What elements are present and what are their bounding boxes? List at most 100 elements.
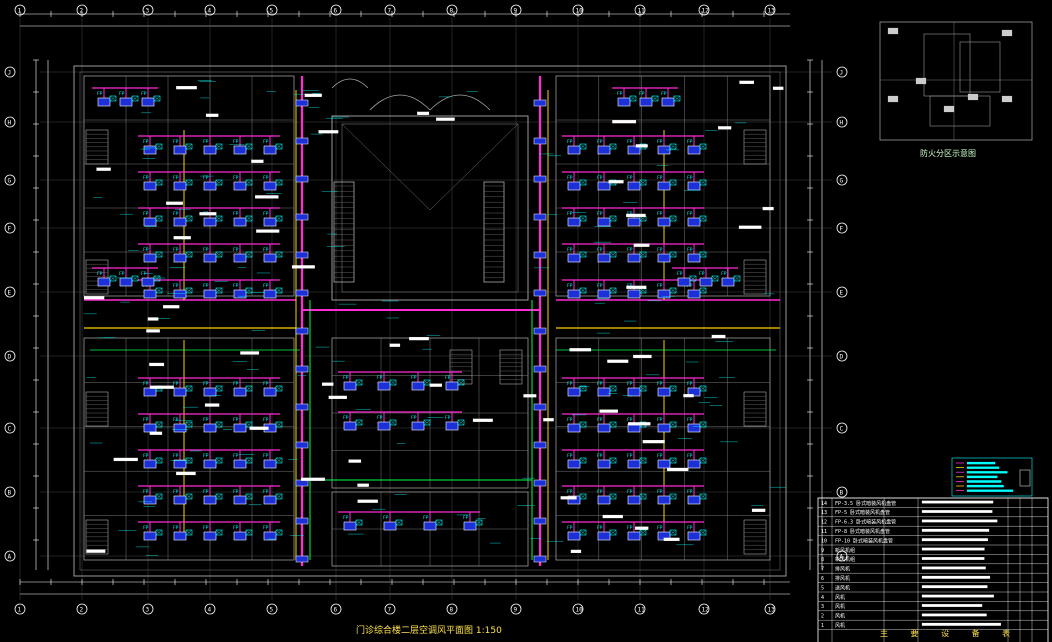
annotation-text-block: [626, 285, 647, 289]
annotation-text-block: [762, 206, 774, 211]
nw-diffuser-x: [185, 215, 193, 222]
core-diffuser: [355, 379, 363, 386]
sw-diffuser: [245, 385, 253, 392]
annotation-text-block: [642, 439, 665, 444]
ne-tag: FP: [657, 283, 663, 289]
ne-mid-diffuser: [733, 275, 741, 282]
nw-diffuser-x: [185, 287, 193, 294]
annotation-text-block: [328, 395, 347, 400]
schedule-row-number: 13: [821, 510, 827, 516]
south-fan-coil: [423, 521, 437, 531]
corridor-fan-coil: [533, 99, 547, 107]
annotation-text-block: [249, 426, 269, 430]
nw-tag: FP: [143, 247, 149, 253]
schedule-row-spec: [921, 500, 994, 504]
sw-fan-coil: [173, 423, 187, 433]
nw-top-diffuser: [153, 95, 161, 102]
se-diffuser: [639, 529, 647, 536]
grid-bubble-left: [4, 116, 16, 128]
nw-mid-diffuser: [131, 275, 139, 282]
ne-diffuser-x: [669, 251, 677, 258]
key-plan-zone: [929, 95, 991, 127]
annotation-text-block: [301, 477, 325, 481]
core-tag: FP: [411, 375, 417, 381]
se-fan-coil: [597, 531, 611, 541]
sw-tag: FP: [203, 417, 209, 423]
nw-mid-tag: FP: [119, 271, 125, 277]
se-fan-coil: [627, 531, 641, 541]
grid-label-right: J: [840, 70, 844, 77]
annotation-text-block: [608, 180, 624, 184]
sw-diffuser: [215, 385, 223, 392]
sw-diffuser-x: [185, 529, 193, 536]
core-diffuser: [389, 379, 397, 386]
nw-tag: FP: [263, 139, 269, 145]
grid-bubble-bottom: [266, 603, 278, 615]
south-fan-coil: [463, 521, 477, 531]
south-diffuser: [355, 519, 363, 526]
nw-diffuser-x: [245, 251, 253, 258]
corridor-fan-coil: [533, 175, 547, 183]
nw-diffuser-x: [155, 179, 163, 186]
nw-diffuser: [275, 143, 283, 150]
se-fan-coil: [627, 387, 641, 397]
schedule-row-label: 风机: [835, 594, 845, 601]
annotation-text-block: [429, 383, 443, 387]
se-diffuser: [579, 421, 587, 428]
se-fan-coil: [687, 387, 701, 397]
sw-diffuser-x: [185, 385, 193, 392]
nw-mid-diffuser-x: [153, 275, 161, 282]
drawing-title: 门诊综合楼二层空调风平面图 1:150: [356, 626, 502, 636]
grid-label-top: 8: [450, 8, 454, 15]
nw-fan-coil: [203, 253, 217, 263]
se-fan-coil: [597, 387, 611, 397]
ne-top-diffuser: [673, 95, 681, 102]
ne-tag: FP: [687, 139, 693, 145]
sw-tag: FP: [173, 489, 179, 495]
schedule-row-label: FP-8 卧式暗装风机盘管: [835, 528, 890, 535]
grid-bubble-bottom: [764, 603, 776, 615]
nw-top-diffuser: [109, 95, 117, 102]
nw-fan-coil: [263, 145, 277, 155]
ne-diffuser: [669, 143, 677, 150]
schedule-row-spec: [921, 528, 990, 532]
se-tag: FP: [657, 417, 663, 423]
ne-fan-coil: [687, 181, 701, 191]
ne-diffuser: [579, 215, 587, 222]
core-diffuser-x: [423, 379, 431, 386]
se-diffuser: [699, 457, 707, 464]
ne-fan-coil: [657, 217, 671, 227]
sw-diffuser: [185, 421, 193, 428]
ne-diffuser-x: [639, 251, 647, 258]
ne-diffuser-x: [609, 215, 617, 222]
sw-diffuser-x: [185, 493, 193, 500]
annotation-text-block: [240, 351, 260, 355]
annotation-text-block: [86, 549, 106, 553]
sw-fan-coil: [143, 423, 157, 433]
annotation-text-block: [602, 514, 623, 519]
se-fan-coil: [567, 495, 581, 505]
atrium-void-inner: [341, 123, 519, 293]
grid-bubble-top: [330, 4, 342, 16]
sw-diffuser-x: [245, 493, 253, 500]
corridor-fan-coil: [533, 517, 547, 525]
nw-tag: FP: [233, 283, 239, 289]
sw-fan-coil: [263, 387, 277, 397]
annotation-text-block: [523, 394, 537, 398]
nw-tag: FP: [263, 175, 269, 181]
annotation-text-block: [389, 343, 401, 347]
ne-diffuser: [639, 251, 647, 258]
se-diffuser: [699, 493, 707, 500]
grid-label-right: C: [840, 426, 844, 433]
ne-diffuser: [579, 179, 587, 186]
corridor-fan-coil: [295, 99, 309, 107]
se-fan-coil: [567, 459, 581, 469]
grid-bubble-left: [4, 66, 16, 78]
sw-diffuser: [275, 493, 283, 500]
core-fan-coil: [343, 421, 357, 431]
nw-mid-fan-coil: [97, 277, 111, 287]
ne-diffuser-x: [579, 287, 587, 294]
ne-fan-coil: [597, 253, 611, 263]
legend-text: [966, 475, 998, 479]
core-tag: FP: [445, 415, 451, 421]
